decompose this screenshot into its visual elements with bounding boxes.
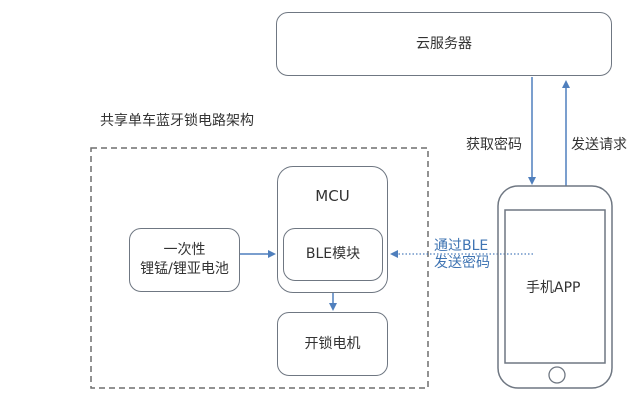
ble-send-label-line1: 通过BLE <box>434 238 489 254</box>
mcu-label: MCU <box>315 187 350 205</box>
phone-home-button <box>548 366 566 384</box>
battery-label-line1: 一次性 <box>163 242 206 258</box>
send-request-label: 发送请求 <box>571 137 627 153</box>
ble-send-label-line2: 发送密码 <box>434 255 490 271</box>
battery-label-line2: 锂锰/锂亚电池 <box>140 261 229 277</box>
phone-app-label: 手机APP <box>526 280 581 296</box>
phone-screen <box>504 209 606 364</box>
ble-module-label: BLE模块 <box>305 246 361 262</box>
battery-node: 一次性 锂锰/锂亚电池 <box>129 228 240 292</box>
cloud-server-label: 云服务器 <box>416 35 472 52</box>
cloud-server-node: 云服务器 <box>276 12 612 76</box>
unlock-motor-node: 开锁电机 <box>277 312 388 376</box>
ble-module-node: BLE模块 <box>283 228 383 281</box>
get-password-label: 获取密码 <box>466 137 522 153</box>
unlock-motor-label: 开锁电机 <box>304 335 361 352</box>
lock-circuit-group-border <box>90 147 429 389</box>
diagram-title: 共享单车蓝牙锁电路架构 <box>100 113 254 129</box>
ble-send-label: 通过BLE 发送密码 <box>434 238 490 272</box>
phone-outline <box>497 185 613 389</box>
